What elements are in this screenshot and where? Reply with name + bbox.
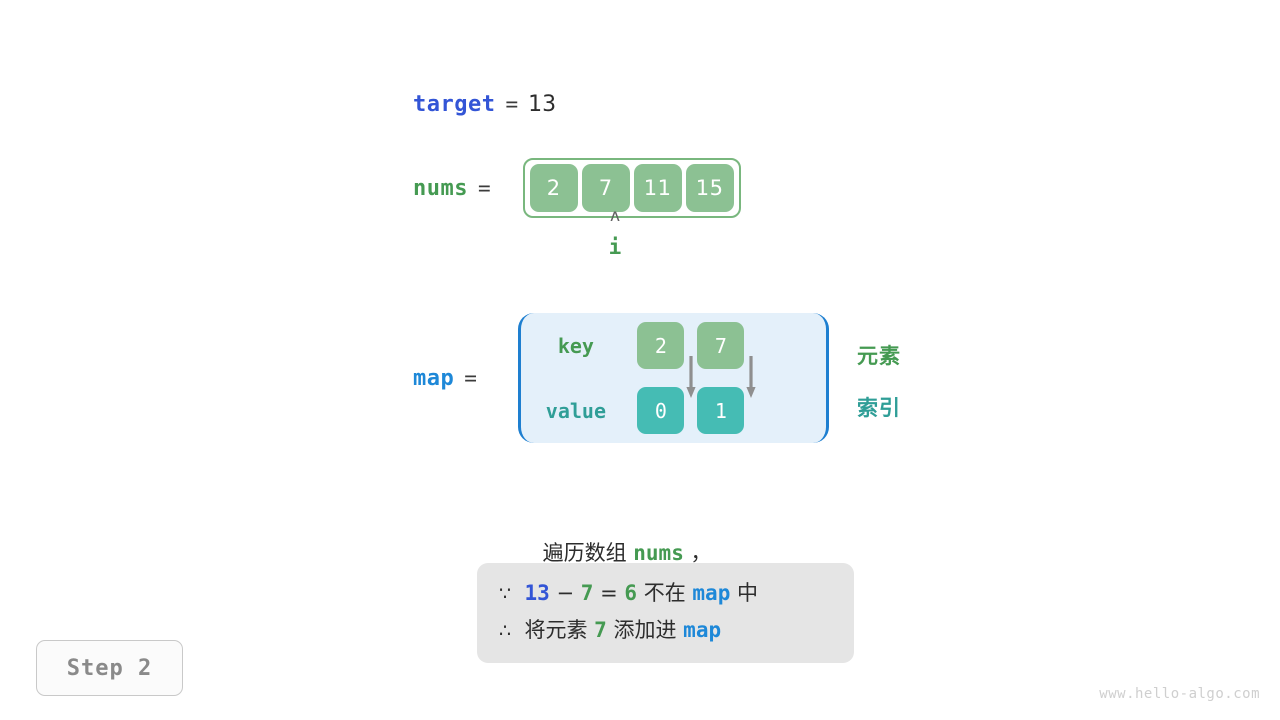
reason-map-ref-2: map <box>683 618 722 642</box>
nums-array-container: 2 7 11 15 <box>522 158 741 218</box>
map-assignment-row: map = key 2 7 value 0 1 <box>413 313 829 443</box>
reason-added-value: 7 <box>594 618 607 642</box>
reason-line-2: ∴ 将元素 7 添加进 map <box>477 612 854 649</box>
description-prefix: 遍历数组 <box>542 541 627 565</box>
target-value: 13 <box>528 92 557 117</box>
map-label-group: map = <box>413 313 487 443</box>
map-value-cell-0: 0 <box>637 387 685 434</box>
map-equals-sign: = <box>464 366 477 390</box>
nums-variable-label: nums <box>413 175 468 201</box>
nums-label-group: nums = <box>413 176 501 201</box>
map-value-cell-1: 1 <box>697 387 745 434</box>
nums-cell-3: 15 <box>685 164 734 212</box>
index-pointer-group: ʌ i <box>598 206 632 260</box>
reason-action-text-2: 添加进 <box>613 618 677 642</box>
description-suffix: ， <box>690 541 712 565</box>
description-line: 遍历数组 nums ， <box>492 513 712 591</box>
annotation-index: 索引 <box>857 396 901 420</box>
step-badge-label: Step 2 <box>66 655 153 681</box>
reason-result: 6 <box>624 581 638 605</box>
reason-map-ref-1: map <box>692 581 731 605</box>
map-key-cell-1: 7 <box>697 322 745 369</box>
reason-action-text: 将元素 <box>524 618 588 642</box>
watermark: www.hello-algo.com <box>1099 686 1260 702</box>
target-assignment-row: target = 13 <box>413 92 556 117</box>
step-badge: Step 2 <box>36 640 183 696</box>
target-equals-sign: = <box>505 92 519 116</box>
reason-minus-sign: − <box>556 581 575 605</box>
reason-line-1: ∵ 13 − 7 = 6 不在 map 中 <box>477 575 854 612</box>
map-variable-label: map <box>413 365 455 391</box>
reason-box: ∵ 13 − 7 = 6 不在 map 中 ∴ 将元素 7 添加进 map <box>477 563 854 663</box>
map-key-cell-0: 2 <box>637 322 685 369</box>
nums-assignment-row: nums = 2 7 11 15 <box>413 158 741 218</box>
nums-cell-0: 2 <box>529 164 578 212</box>
index-pointer-label: i <box>608 235 622 259</box>
therefore-symbol: ∴ <box>499 620 512 642</box>
map-panel: key 2 7 value 0 1 <box>517 313 829 443</box>
because-symbol: ∵ <box>499 583 512 605</box>
nums-equals-sign: = <box>477 176 491 200</box>
nums-cell-2: 11 <box>633 164 682 212</box>
reason-tail-text: 中 <box>737 581 759 605</box>
map-grid: key 2 7 value 0 1 <box>521 313 826 443</box>
reason-equals-sign: = <box>600 581 618 605</box>
reason-operand-b: 7 <box>580 581 594 605</box>
nums-cell-1: 7 <box>581 164 630 212</box>
reason-operand-a: 13 <box>524 581 550 605</box>
target-variable-label: target <box>413 92 496 117</box>
annotation-element: 元素 <box>857 344 901 368</box>
reason-not-in-text: 不在 <box>643 581 686 605</box>
map-key-row-label: key <box>557 333 594 358</box>
map-value-row-label: value <box>545 398 607 423</box>
caret-up-icon: ʌ <box>609 206 621 226</box>
description-code: nums <box>633 541 684 565</box>
